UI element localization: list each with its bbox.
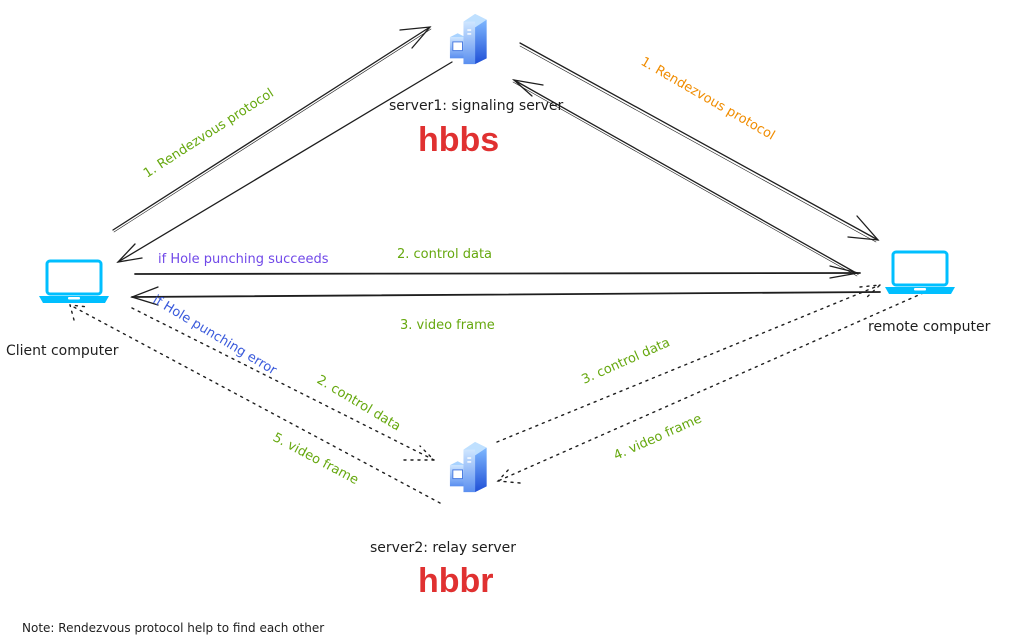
arrowhead bbox=[403, 445, 436, 461]
arrowhead bbox=[496, 467, 521, 484]
edge-relay-control-out bbox=[496, 284, 881, 443]
edge-label-relay-control-in: 2. control data bbox=[314, 373, 403, 435]
arrowhead bbox=[399, 26, 432, 49]
server-icon bbox=[449, 13, 488, 65]
arrowhead bbox=[116, 243, 143, 263]
remote-computer-label: remote computer bbox=[868, 319, 991, 335]
edge-label-remote-rendezvous: 1. Rendezvous protocol bbox=[638, 54, 777, 143]
arrowhead bbox=[847, 215, 880, 241]
edge-label-direct-video: 3. video frame bbox=[400, 318, 495, 333]
server-icon bbox=[449, 441, 488, 493]
laptop-icon bbox=[38, 259, 110, 304]
relay-server-label: server2: relay server bbox=[370, 540, 516, 556]
edge-direct-control bbox=[134, 272, 861, 275]
edge-label-relay-video-in: 4. video frame bbox=[612, 411, 705, 463]
footnote: Note: Rendezvous protocol help to find e… bbox=[22, 621, 324, 635]
arrowhead bbox=[69, 304, 89, 321]
edge-label-relay-video-out: 5. video frame bbox=[270, 430, 361, 488]
edge-relay-video-in bbox=[497, 289, 931, 482]
arrowhead bbox=[511, 78, 544, 97]
edge-relay-control-in bbox=[131, 307, 435, 461]
edge-label-client-rendezvous: 1. Rendezvous protocol bbox=[141, 86, 277, 181]
edge-client-to-server1 bbox=[112, 26, 431, 231]
relay-server-name: hbbr bbox=[418, 562, 494, 600]
edge-server1-to-client bbox=[117, 61, 453, 263]
edge-direct-video bbox=[131, 291, 881, 298]
arrowhead bbox=[829, 265, 859, 279]
edge-server1-to-remote bbox=[519, 42, 879, 241]
signaling-server-name: hbbs bbox=[418, 121, 499, 159]
arrowhead bbox=[130, 286, 159, 306]
edge-label-relay-control-out: 3. control data bbox=[580, 335, 673, 387]
edge-relay-video-out bbox=[69, 304, 441, 504]
edge-label-direct-control: 2. control data bbox=[397, 247, 492, 262]
edge-label-hole-success: if Hole punching succeeds bbox=[158, 252, 329, 267]
arrowhead bbox=[859, 284, 883, 299]
edge-label-hole-error: if Hole punching error bbox=[150, 293, 280, 379]
laptop-icon bbox=[884, 250, 956, 295]
edge-remote-to-server1 bbox=[513, 79, 859, 275]
client-computer-label: Client computer bbox=[6, 343, 119, 359]
signaling-server-label: server1: signaling server bbox=[389, 98, 563, 114]
